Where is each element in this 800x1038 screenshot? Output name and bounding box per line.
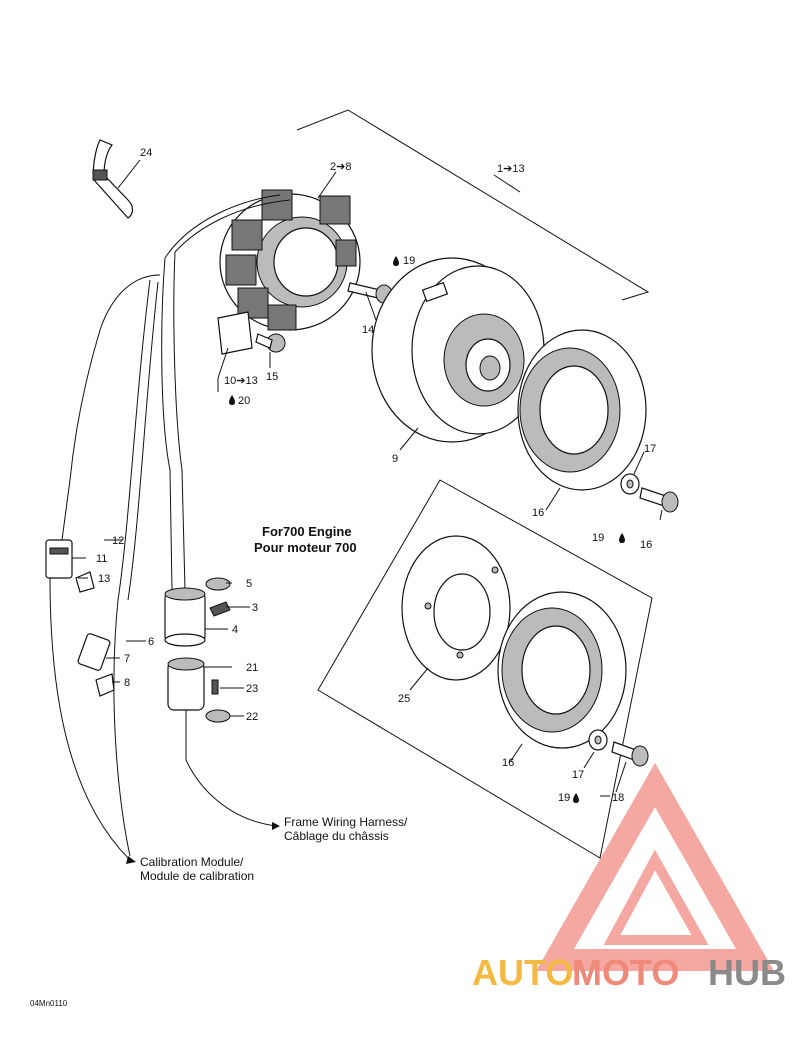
watermark-auto: AUTO — [472, 952, 573, 993]
callout-14: 14 — [362, 324, 374, 336]
callout-10-13: 10➔13 — [224, 375, 258, 387]
pin-23 — [211, 679, 219, 695]
callout-1-13: 1➔13 — [497, 163, 525, 175]
frame-harness-line1: Frame Wiring Harness/ — [284, 815, 408, 829]
arrow-frame-harness — [272, 822, 280, 830]
callout-15: 15 — [266, 371, 278, 383]
figure-code: 04Mn0110 — [30, 999, 68, 1008]
callout-12: 12 — [112, 535, 124, 547]
callout-17b: 17 — [572, 769, 584, 781]
callout-9: 9 — [392, 453, 398, 465]
cable-tie — [92, 139, 134, 219]
calibration-line1: Calibration Module/ — [140, 855, 244, 869]
callout-7: 7 — [124, 653, 130, 665]
clip-8 — [95, 673, 115, 697]
washer-17b — [588, 729, 608, 751]
engine-note-line2: Pour moteur 700 — [254, 540, 357, 555]
callout-19c: 19 — [558, 792, 570, 804]
callout-19a: 19 — [403, 255, 415, 267]
callout-3: 3 — [252, 602, 258, 614]
connector-7 — [77, 633, 111, 671]
stator — [219, 189, 361, 331]
callout-11: 11 — [96, 553, 107, 565]
connector-11 — [45, 539, 73, 579]
callout-21: 21 — [246, 662, 258, 674]
callout-4: 4 — [232, 624, 238, 636]
callout-6: 6 — [148, 636, 154, 648]
callout-20: 20 — [238, 395, 250, 407]
watermark-moto: MOTO — [572, 952, 679, 993]
callout-17a: 17 — [644, 443, 656, 455]
seal-22 — [205, 709, 231, 723]
callout-2-8: 2➔8 — [330, 161, 351, 173]
callout-23: 23 — [246, 683, 258, 695]
wiring-harness — [61, 194, 291, 601]
arrow-calibration — [126, 856, 136, 864]
callout-24: 24 — [140, 147, 152, 159]
washer-17a — [620, 473, 640, 495]
callout-13: 13 — [98, 573, 110, 585]
trigger-wheel-upper — [517, 329, 647, 491]
watermark-text: AUTO MOTO HUB — [472, 952, 786, 993]
callout-5: 5 — [246, 578, 252, 590]
engine-700-panel — [317, 479, 653, 859]
seal-5 — [205, 577, 231, 591]
callout-19b: 19 — [592, 532, 604, 544]
callout-8: 8 — [124, 677, 130, 689]
callout-16c: 16 — [502, 757, 514, 769]
calibration-line2: Module de calibration — [140, 869, 254, 883]
group-bracket — [296, 109, 650, 301]
screw-15 — [255, 333, 286, 353]
connector-4 — [164, 587, 206, 647]
trigger-wheel-lower — [497, 591, 627, 749]
connector-21 — [167, 657, 205, 711]
watermark-logo — [536, 762, 774, 971]
trigger-coil — [217, 311, 253, 355]
leader-lines — [49, 159, 663, 861]
callout-25: 25 — [398, 693, 410, 705]
engine-note-line1: For700 Engine — [262, 524, 352, 539]
clip-13 — [75, 571, 95, 593]
callout-22: 22 — [246, 711, 258, 723]
bolt-16 — [639, 487, 679, 513]
drop-icon — [229, 256, 625, 803]
pin-3 — [209, 601, 231, 617]
flywheel — [371, 257, 545, 443]
frame-harness-line2: Câblage du châssis — [284, 829, 389, 843]
callout-16a: 16 — [532, 507, 544, 519]
plate-25 — [401, 535, 511, 681]
callout-18: 18 — [612, 792, 624, 804]
bolt-18 — [611, 741, 649, 767]
callout-16b: 16 — [640, 539, 652, 551]
watermark-hub: HUB — [708, 952, 786, 993]
